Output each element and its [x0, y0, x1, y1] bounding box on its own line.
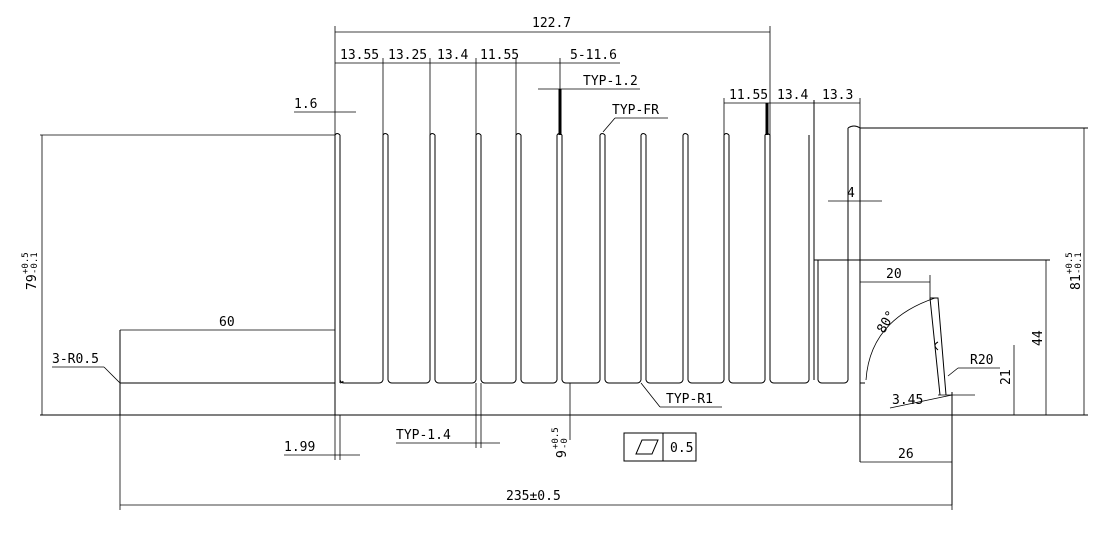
dim-pitch-7: 13.4 — [777, 88, 808, 103]
fin-root — [520, 379, 558, 384]
fin-top — [382, 133, 389, 136]
svg-text:+0.5: +0.5 — [21, 252, 31, 274]
dim-9: 9 +0.5 -0 — [551, 427, 570, 458]
fin-top — [640, 133, 647, 136]
dim-3-45: 3.45 — [892, 393, 923, 408]
dim-pitch-5: 5-11.6 — [570, 48, 617, 63]
dim-235: 235±0.5 — [506, 489, 561, 504]
fin-top — [429, 133, 436, 136]
dim-pitch-3: 13.4 — [437, 48, 468, 63]
fin-root — [817, 379, 849, 384]
dim-20: 20 — [886, 267, 902, 282]
fin-root — [434, 379, 477, 384]
note-typ-r1: TYP-R1 — [666, 392, 713, 407]
parallelogram-icon — [635, 439, 659, 455]
dim-81: 81 +0.5 -0.1 — [1065, 252, 1084, 290]
fin-root — [728, 379, 766, 384]
svg-text:79: 79 — [25, 274, 40, 290]
svg-text:9: 9 — [555, 450, 570, 458]
note-80-deg: 80° — [874, 308, 899, 336]
dim-pitch-6: 11.55 — [729, 88, 768, 103]
fin-top — [515, 133, 522, 136]
right-notch — [934, 341, 939, 351]
fin-top — [599, 133, 606, 136]
flatness-value: 0.5 — [670, 441, 693, 456]
dim-122-7: 122.7 — [532, 16, 571, 31]
dim-1-99: 1.99 — [284, 440, 315, 455]
dim-44: 44 — [1031, 330, 1046, 346]
svg-text:-0: -0 — [560, 438, 570, 449]
dim-26: 26 — [898, 447, 914, 462]
fin-root — [769, 379, 810, 384]
fin-root — [480, 379, 517, 384]
fin-root — [561, 379, 601, 384]
svg-text:+0.5: +0.5 — [551, 427, 561, 449]
fin-root — [339, 379, 384, 384]
fin-top — [847, 125, 861, 129]
fin-top — [475, 133, 482, 136]
fin-top — [723, 133, 730, 136]
dim-1-6: 1.6 — [294, 97, 317, 112]
fin-top — [682, 133, 689, 136]
fin-root — [604, 379, 642, 384]
fin-root — [387, 379, 431, 384]
note-typ-1-4: TYP-1.4 — [396, 428, 451, 443]
dim-4: 4 — [847, 186, 855, 201]
fin-root — [687, 379, 725, 384]
fin-top — [334, 133, 341, 136]
dim-pitch-8: 13.3 — [822, 88, 853, 103]
fin-root — [645, 379, 684, 384]
note-r20: R20 — [970, 353, 993, 368]
note-typ-fr: TYP-FR — [612, 103, 659, 118]
svg-text:-0.1: -0.1 — [30, 252, 40, 274]
right-chamfer — [930, 297, 947, 396]
svg-text:+0.5: +0.5 — [1065, 252, 1075, 274]
dim-pitch-2: 13.25 — [388, 48, 427, 63]
heatsink-profile — [40, 100, 1088, 505]
dimension-lines — [40, 26, 1085, 510]
svg-text:-0.1: -0.1 — [1074, 252, 1084, 274]
dimension-labels: 122.7 13.55 13.25 13.4 11.55 5-11.6 11.5… — [21, 16, 1084, 504]
dim-21: 21 — [999, 369, 1014, 385]
note-3-r0-5: 3-R0.5 — [52, 352, 99, 367]
dim-pitch-4: 11.55 — [480, 48, 519, 63]
svg-text:81: 81 — [1069, 274, 1084, 290]
dim-79: 79 +0.5 -0.1 — [21, 252, 40, 290]
flatness-frame: 0.5 — [623, 432, 697, 462]
fins — [339, 100, 861, 384]
note-typ-1-2: TYP-1.2 — [583, 74, 638, 89]
dim-pitch-1: 13.55 — [340, 48, 379, 63]
dim-60: 60 — [219, 315, 235, 330]
